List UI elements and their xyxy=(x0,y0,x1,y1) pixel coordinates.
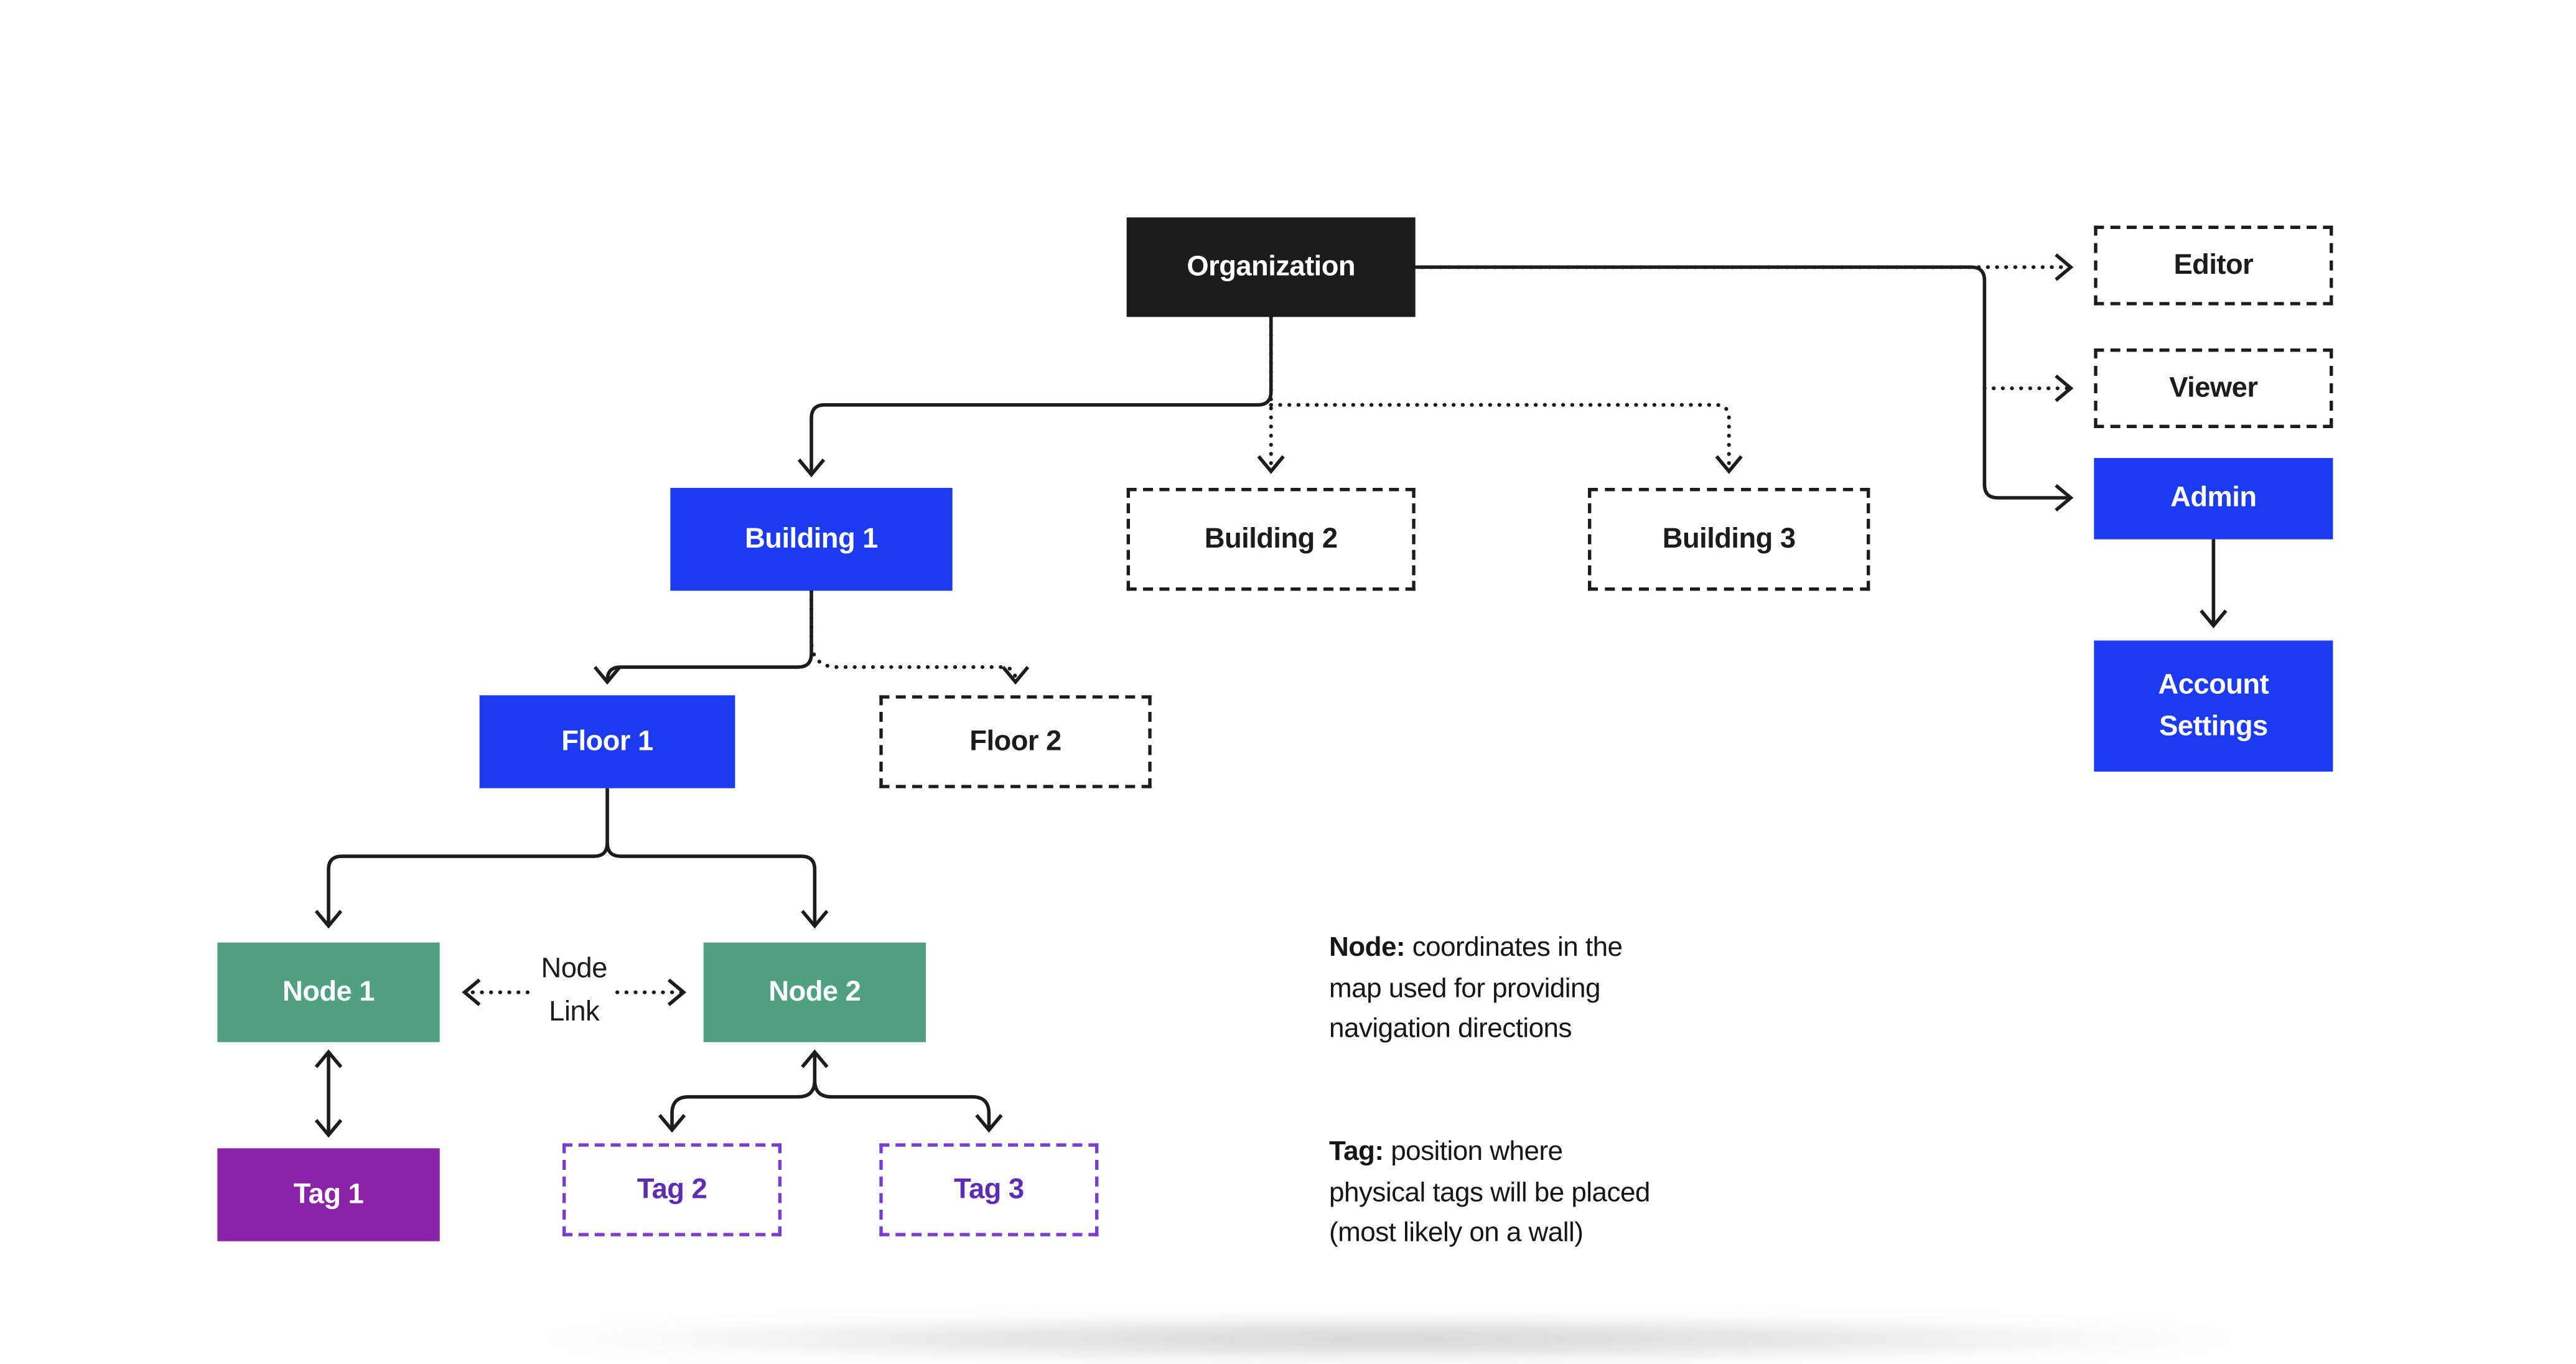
edge-organization-to-building3 xyxy=(1269,403,1743,474)
edge-floor1-to-node1 xyxy=(314,788,609,929)
floor1-node: Floor 1 xyxy=(479,695,735,788)
admin-role-node: Admin xyxy=(2094,458,2333,540)
tag1-node: Tag 1 xyxy=(217,1148,440,1241)
edge-node2-to-tag3 xyxy=(813,1080,1003,1133)
account-settings-node: Account Settings xyxy=(2094,640,2333,772)
tag3-node: Tag 3 xyxy=(879,1143,1099,1236)
building2-node: Building 2 xyxy=(1126,488,1416,591)
edge-node2-to-tag2 xyxy=(658,1049,829,1133)
edge-floor1-to-node2 xyxy=(605,843,829,929)
edge-organization-to-admin xyxy=(1404,265,2074,512)
node-definition-text: coordinates in the map used for providin… xyxy=(1329,932,1623,1044)
node1-node: Node 1 xyxy=(217,942,440,1042)
organization-node: Organization xyxy=(1126,217,1416,317)
edge-building1-to-floor2 xyxy=(809,589,1030,685)
node-link-label: Node Link xyxy=(541,952,608,1027)
page-bottom-shadow xyxy=(534,1314,2244,1364)
editor-role-node: Editor xyxy=(2094,225,2333,306)
floor2-node: Floor 2 xyxy=(879,695,1152,788)
tag-definition-term: Tag: xyxy=(1329,1136,1384,1167)
tag2-node: Tag 2 xyxy=(562,1143,782,1236)
node2-node: Node 2 xyxy=(703,942,926,1042)
node-definition-annotation: Node: coordinates in the map used for pr… xyxy=(1329,928,1744,1050)
node-definition-term: Node: xyxy=(1329,932,1406,963)
building1-node: Building 1 xyxy=(670,488,953,591)
tag-definition-text: position where physical tags will be pla… xyxy=(1329,1136,1650,1248)
tag-definition-annotation: Tag: position where physical tags will b… xyxy=(1329,1132,1744,1254)
viewer-role-node: Viewer xyxy=(2094,348,2333,429)
building3-node: Building 3 xyxy=(1588,488,1870,591)
edge-organization-to-building1 xyxy=(797,317,1273,478)
edge-building1-to-floor1 xyxy=(593,591,813,685)
